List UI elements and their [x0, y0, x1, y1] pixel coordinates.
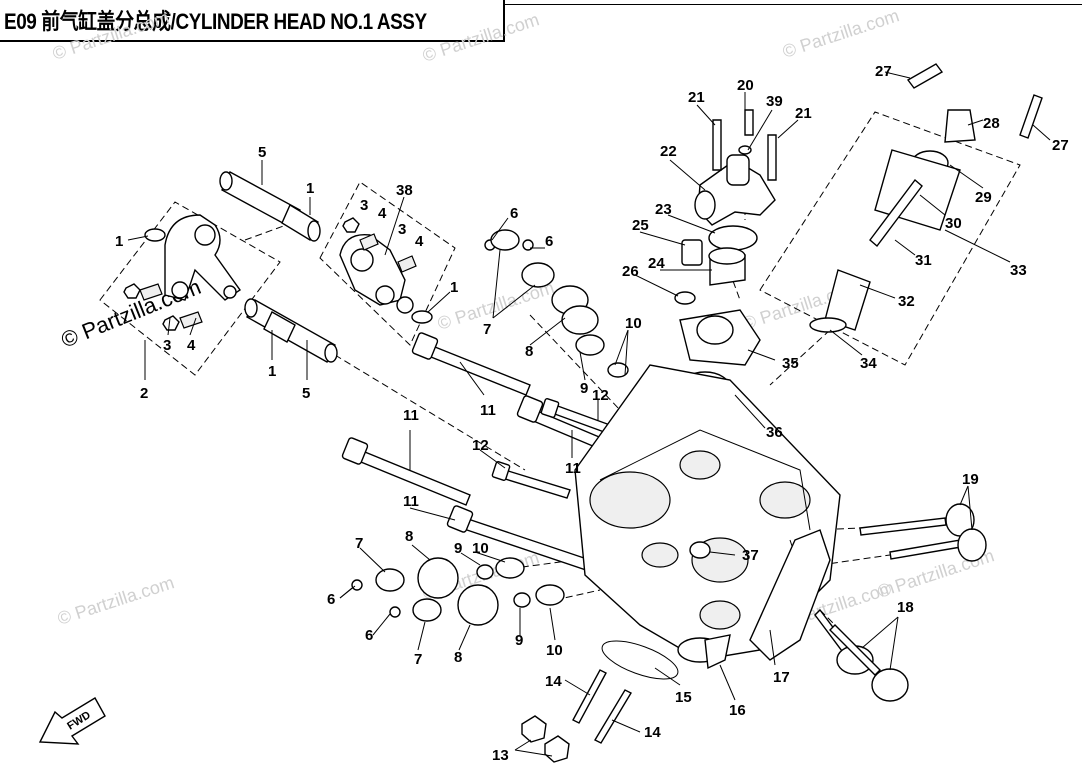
group-box-rocker-right	[319, 181, 456, 346]
callout-9: 9	[515, 632, 523, 649]
callout-4: 4	[187, 337, 196, 354]
callout-5: 5	[258, 144, 266, 161]
callout-3: 3	[163, 337, 171, 354]
rocker-shaft-upper	[219, 171, 321, 242]
callout-19: 19	[962, 471, 979, 488]
cylinder-head	[574, 364, 841, 663]
bolt-set	[341, 332, 631, 571]
callout-23: 23	[655, 201, 672, 218]
callout-30: 30	[945, 215, 962, 232]
rocker-arm-left	[123, 214, 241, 331]
callout-11: 11	[403, 407, 419, 424]
callout-29: 29	[975, 189, 992, 206]
callout-7: 7	[414, 651, 422, 668]
callout-9: 9	[580, 380, 588, 397]
callout-4: 4	[378, 205, 387, 222]
callout-6: 6	[510, 205, 518, 222]
callout-27: 27	[1052, 137, 1069, 154]
callout-22: 22	[660, 143, 677, 160]
callout-7: 7	[355, 535, 363, 552]
callout-20: 20	[737, 77, 754, 94]
callout-8: 8	[525, 343, 533, 360]
callout-10: 10	[546, 642, 563, 659]
cam-chain-tensioner-set	[809, 63, 1043, 333]
callout-8: 8	[454, 649, 462, 666]
rocker-shaft-lower	[244, 298, 338, 363]
callout-1: 1	[268, 363, 276, 380]
callout-25: 25	[632, 217, 649, 234]
callout-39: 39	[766, 93, 783, 110]
callout-5: 5	[302, 385, 310, 402]
watermark: © Partzilla.com	[780, 5, 902, 62]
watermark: © Partzilla.com	[50, 7, 172, 64]
callout-6: 6	[365, 627, 373, 644]
leader-lines	[127, 71, 1051, 757]
callout-10: 10	[625, 315, 642, 332]
watermark: © Partzilla.com	[420, 9, 542, 66]
callout-2: 2	[140, 385, 148, 402]
callout-12: 12	[472, 437, 489, 454]
callout-17: 17	[773, 669, 790, 686]
diagram-title: E09 前气缸盖分总成/CYLINDER HEAD NO.1 ASSY	[4, 9, 427, 34]
callout-12: 12	[592, 387, 609, 404]
callout-16: 16	[729, 702, 746, 719]
callout-4: 4	[415, 233, 424, 250]
callout-7: 7	[483, 321, 491, 338]
valves	[814, 503, 987, 702]
callout-3: 3	[360, 197, 368, 214]
callout-9: 9	[454, 540, 462, 557]
callout-11: 11	[403, 493, 419, 510]
callout-21: 21	[795, 105, 812, 122]
callout-32: 32	[898, 293, 915, 310]
callout-26: 26	[622, 263, 639, 280]
callout-11: 11	[480, 402, 496, 419]
top-border-line	[0, 4, 1082, 5]
callout-24: 24	[648, 255, 665, 272]
studs-and-nuts	[521, 634, 731, 763]
callout-14: 14	[644, 724, 661, 741]
callout-labels: 5 1 38 3 4 3 4 1 1 2 3 4 1 5 6 6 7 8 9 1…	[115, 63, 1069, 764]
callout-38: 38	[396, 182, 413, 199]
callout-3: 3	[398, 221, 406, 238]
callout-14: 14	[545, 673, 562, 690]
callout-8: 8	[405, 528, 413, 545]
callout-34: 34	[860, 355, 877, 372]
callout-27: 27	[875, 63, 892, 80]
group-box-tensioner	[759, 111, 1021, 366]
callout-13: 13	[492, 747, 509, 764]
callout-28: 28	[983, 115, 1000, 132]
callout-6: 6	[327, 591, 335, 608]
callout-6: 6	[545, 233, 553, 250]
callout-18: 18	[897, 599, 914, 616]
watermark: © Partzilla.com	[55, 572, 177, 629]
callout-31: 31	[915, 252, 932, 269]
callout-1: 1	[115, 233, 123, 250]
title-box: E09 前气缸盖分总成/CYLINDER HEAD NO.1 ASSY	[0, 0, 506, 42]
callout-15: 15	[675, 689, 692, 706]
callout-11: 11	[565, 460, 581, 477]
callout-10: 10	[472, 540, 489, 557]
valve-spring-lower-set	[351, 557, 565, 626]
callout-35: 35	[782, 355, 799, 372]
callout-21: 21	[688, 89, 705, 106]
callout-1: 1	[450, 279, 458, 296]
valve-spring-upper-set	[484, 229, 629, 378]
callout-37: 37	[742, 547, 759, 564]
thermostat-housing-set	[674, 109, 777, 405]
callout-33: 33	[1010, 262, 1027, 279]
callout-36: 36	[766, 424, 783, 441]
rocker-arm-right	[339, 217, 433, 324]
callout-1: 1	[306, 180, 314, 197]
fwd-arrow: FWD	[38, 697, 106, 745]
